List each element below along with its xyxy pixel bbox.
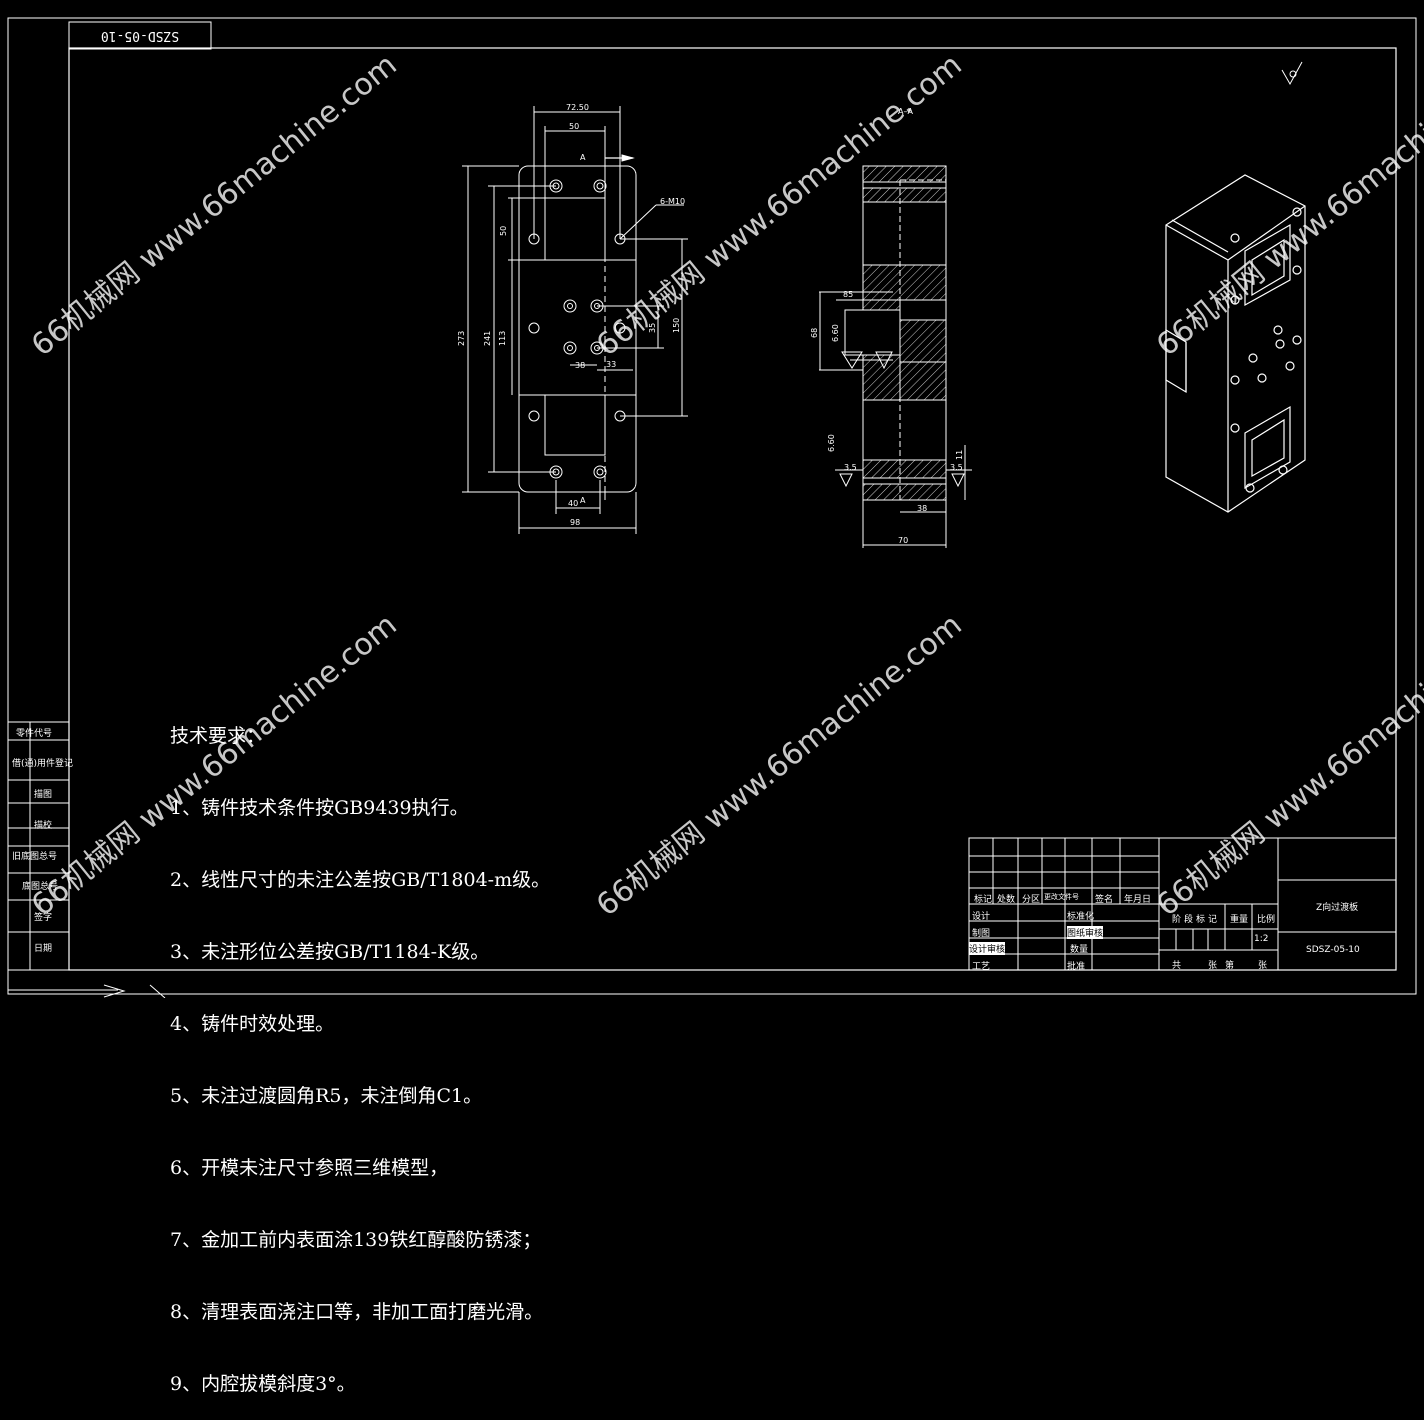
tech-item-8: 8、清理表面浇注口等，非加工面打磨光滑。 [170,1301,544,1323]
tb-design: 设计 [972,912,991,922]
outer-frame [7,17,1417,995]
dim-50-left: 50 [499,226,508,236]
front-view [462,106,688,534]
bottom-arrows [8,984,166,998]
left-label-date: 日期 [34,944,53,954]
dim-40: 40 [568,499,578,508]
tb-stage-label: 阶段标记 [1172,915,1221,925]
dim-6-60-b: 6.60 [827,434,836,452]
tb-change-doc: 更改文件号 [1044,893,1079,901]
tb-zone: 分区 [1022,895,1041,905]
left-label-registration: 借(通)用件登记 [12,759,74,769]
tb-craft: 工艺 [972,962,991,972]
tb-scale-label: 比例 [1257,915,1276,925]
left-label-base-no: 底图总号 [22,882,59,892]
top-drawing-code: SZSD-05-10 [100,28,180,43]
dim-35: 35 [648,323,657,333]
tb-date: 年月日 [1124,895,1152,905]
dim-241: 241 [483,331,492,346]
tb-scale-value: 1:2 [1254,934,1269,944]
tb-sheet-total: 共 [1172,961,1182,971]
dim-150: 150 [672,318,681,333]
dim-68: 68 [810,328,819,338]
section-title: A–A [898,107,913,116]
dim-273: 273 [457,331,466,346]
tb-mark: 标记 [974,895,993,905]
front-dimension-labels: 72.50 50 273 241 113 50 35 150 33 38 40 … [457,103,913,527]
dim-3-5-a: 3.5 [844,463,857,472]
dim-98: 98 [570,518,580,527]
tb-drawing-code: SDSZ-05-10 [1306,945,1360,955]
dim-70: 70 [898,536,908,545]
dim-38: 38 [575,361,585,370]
tech-heading: 技术要求： [170,725,266,747]
tech-item-9: 9、内腔拔模斜度3°。 [170,1373,356,1395]
left-label-tracing: 描图 [34,790,53,800]
tb-weight-label: 重量 [1230,915,1249,925]
tb-signature: 签名 [1095,895,1114,905]
tb-count: 处数 [997,895,1016,905]
tech-item-4: 4、铸件时效处理。 [170,1013,335,1035]
isometric-view [1165,174,1306,513]
left-column-grid [7,721,70,971]
tb-approve: 批准 [1067,962,1086,972]
tech-item-6: 6、开模未注尺寸参照三维模型， [170,1157,449,1179]
section-view [819,165,972,548]
dim-50-top: 50 [569,122,579,131]
top-code-box [68,21,212,50]
dim-33: 33 [606,360,616,369]
technical-requirements: 技术要求： 1、铸件技术条件按GB9439执行。 2、线性尺寸的未注公差按GB/… [170,676,550,1420]
engineering-drawing: 72.50 50 273 241 113 50 35 150 33 38 40 … [7,17,1417,998]
hole-callout: 6-M10 [660,197,685,206]
section-dimension-labels: 85 68 6.60 6.60 3.5 3.5 11 38 70 [810,290,964,545]
roughness-symbol [1281,61,1303,86]
left-label-sign: 签字 [34,913,53,923]
view-marker-bottom: A [580,496,586,505]
tb-process-review: 图纸审核 [1067,926,1104,939]
dim-38-bottom: 38 [917,504,927,513]
tb-part-name: Z向过渡板 [1316,903,1359,913]
tb-quality: 设计审核 [969,942,1006,955]
view-marker-top: A [580,153,586,162]
dim-72-50: 72.50 [566,103,589,112]
dim-113: 113 [498,331,507,346]
tb-standardization: 标准化 [1067,912,1095,922]
left-label-trace-check: 描校 [34,821,53,831]
tech-item-1: 1、铸件技术条件按GB9439执行。 [170,797,469,819]
title-block-grid [968,837,1397,971]
tech-item-7: 7、金加工前内表面涂139铁红醇酸防锈漆； [170,1229,542,1251]
dim-6-60-a: 6.60 [831,324,840,342]
left-label-part-code: 零件代号 [16,729,53,739]
dim-85: 85 [843,290,853,299]
tb-sheet-no: 第 [1225,961,1235,971]
tech-item-5: 5、未注过渡圆角R5，未注倒角C1。 [170,1085,483,1107]
inner-frame [68,47,1397,971]
tb-drawing: 制图 [972,929,991,939]
left-label-old-base: 旧底图总号 [12,852,58,862]
tech-item-3: 3、未注形位公差按GB/T1184-K级。 [170,941,490,963]
tb-sheet-unit: 张 [1208,961,1218,971]
dim-3-5-b: 3.5 [950,463,963,472]
tb-quantity: 数量 [1070,945,1089,955]
tech-item-2: 2、线性尺寸的未注公差按GB/T1804-m级。 [170,869,551,891]
dim-11: 11 [955,450,964,460]
tb-sheet-unit-2: 张 [1258,961,1268,971]
